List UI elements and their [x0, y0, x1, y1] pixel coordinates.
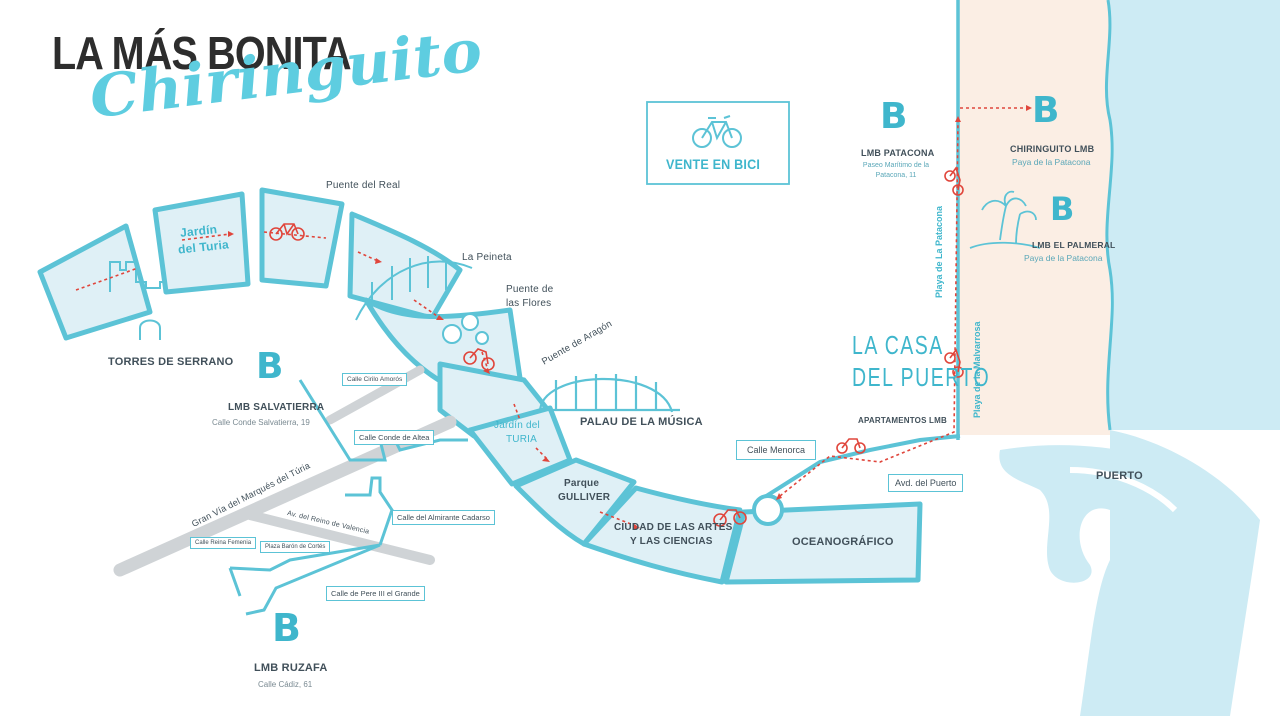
casa-puerto-name: APARTAMENTOS LMB [858, 416, 947, 425]
chiringuito-address: Paya de la Patacona [1012, 157, 1091, 167]
reino-road [245, 510, 435, 565]
palau-label: PALAU DE LA MÚSICA [580, 416, 703, 428]
salvatierra-name: LMB SALVATIERRA [228, 402, 325, 413]
port-shape [999, 445, 1246, 583]
cirilo-box: Calle Cirilo Amorós [342, 373, 408, 386]
chiringuito-name: CHIRINGUITO LMB [1010, 144, 1095, 154]
playa-patacona-label: Playa de La Patacona [934, 205, 944, 298]
segment-gulliver [513, 457, 637, 547]
patacona-address: Paseo Marítimo de la Patacona, 11 [862, 162, 930, 179]
segment-peineta [347, 211, 463, 321]
gulliver-label-a: Parque [564, 478, 600, 489]
river-park [37, 187, 923, 585]
ciudad-label-b: Y LAS CIENCIAS [630, 536, 713, 547]
palm-tree-icon [969, 190, 1041, 249]
oceanografico-label: OCEANOGRÁFICO [792, 536, 894, 548]
vente-label: VENTE EN BICI [666, 156, 761, 172]
port-inner [1069, 467, 1178, 513]
sea-area [1106, 0, 1280, 430]
street-outline [228, 379, 468, 616]
ciudad-label-a: CIUDAD DE LAS ARTES [614, 522, 733, 533]
flores-label-b: las Flores [506, 298, 552, 309]
puerto-label: PUERTO [1096, 470, 1143, 482]
almirante-box: Calle del Almirante Cadarso [392, 510, 495, 525]
puente-real-label: Puente del Real [326, 180, 401, 191]
reina-femenia-box: Calle Reina Femenia [190, 537, 257, 549]
patacona-logo: B [880, 96, 908, 137]
palmeral-name: LMB EL PALMERAL [1032, 240, 1116, 250]
jardin2-label-b: TURIA [506, 434, 537, 445]
playa-malvarrosa-label: Playa de la Malvarrosa [972, 321, 982, 418]
palmeral-logo: B [1050, 190, 1075, 228]
gulliver-label-b: GULLIVER [558, 492, 611, 503]
menorca-box: Calle Menorca [736, 440, 817, 460]
route-bike-icon [269, 166, 964, 527]
vente-box [646, 101, 790, 185]
salvatierra-address: Calle Conde Salvatierra, 19 [212, 418, 310, 427]
peineta-bridge [355, 256, 473, 321]
pere-box: Calle de Pere III el Grande [326, 586, 425, 601]
torres-drawing [109, 261, 167, 292]
peineta-label: La Peineta [462, 252, 512, 263]
patacona-name: LMB PATACONA [861, 148, 935, 158]
salvatierra-logo: B [256, 346, 284, 387]
flores-label-a: Puente de [506, 284, 554, 295]
coastline [1104, 0, 1114, 431]
jardin2-label-a: Jardín del [494, 420, 540, 431]
bicycle-icon [692, 115, 742, 148]
menorca-road [758, 434, 961, 502]
casa-puerto-line2: DEL PUERTO [852, 362, 991, 392]
chiringuito-logo: B [1032, 90, 1060, 131]
flowers-icon [442, 313, 489, 345]
segment-ciudad [581, 485, 743, 585]
conde-altea-box: Calle Conde de Altea [354, 430, 435, 445]
ruzafa-address: Calle Cádiz, 61 [258, 680, 313, 689]
route-arrows [228, 105, 1032, 530]
torres-label: TORRES DE SERRANO [108, 356, 234, 368]
brand-title: LA MÁS BONITA [52, 27, 352, 79]
torres-arch [139, 319, 161, 340]
palmeral-address: Paya de la Patacona [1024, 253, 1103, 263]
segment-jardin [152, 191, 251, 295]
casa-puerto-line1: LA CASA [852, 330, 944, 360]
ruzafa-name: LMB RUZAFA [254, 662, 328, 674]
avd-puerto-box: Avd. del Puerto [888, 474, 964, 492]
segment-torres [37, 223, 153, 341]
roundabout [752, 494, 784, 526]
plaza-cortes-box: Plaza Barón de Cortés [260, 541, 331, 553]
ruzafa-logo: B [272, 606, 301, 650]
gran-via-road [113, 415, 457, 577]
palau-drawing [538, 374, 680, 413]
